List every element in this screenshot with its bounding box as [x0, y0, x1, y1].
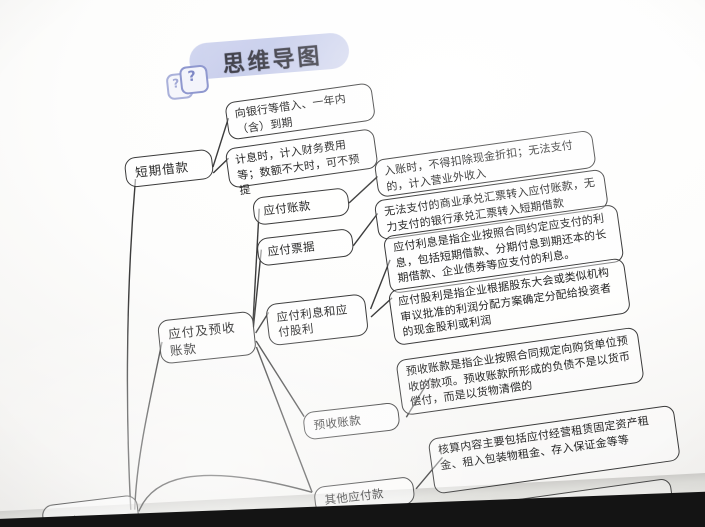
node-accounts-payable-label: 应付账款 [262, 198, 312, 218]
node-advances-from-customers-label: 预收账款 [312, 413, 362, 433]
node-payables-and-advances-label: 应付及预收账款 [167, 319, 237, 358]
quiz-icon-back-question: ? [171, 76, 181, 91]
quiz-question-icon: ? ? [165, 62, 215, 107]
node-interest-and-dividends-payable-label: 应付利息和应付股利 [275, 302, 349, 340]
quiz-icon-front-question: ? [187, 68, 197, 86]
node-short-term-loan-label: 短期借款 [134, 159, 190, 181]
node-notes-payable-label: 应付票据 [266, 239, 316, 259]
